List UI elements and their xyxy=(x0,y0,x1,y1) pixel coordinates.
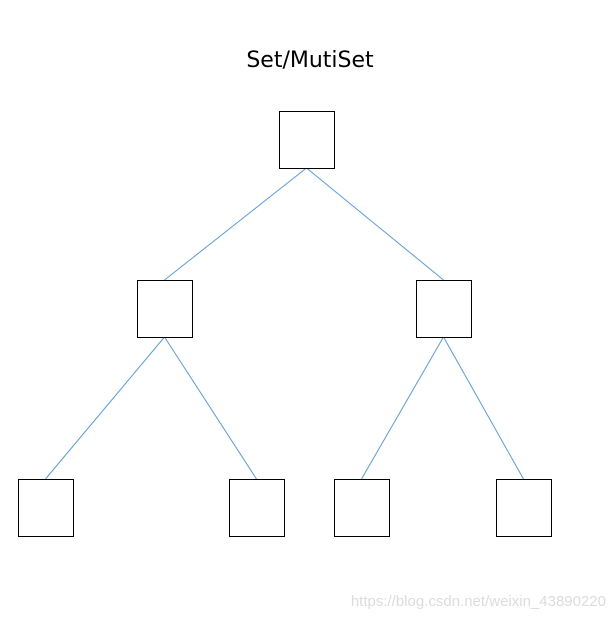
edge-n2-n4 xyxy=(45,336,165,480)
tree-node-n5 xyxy=(229,479,285,537)
edge-n1-n2 xyxy=(164,167,307,281)
edge-n3-n7 xyxy=(443,336,524,480)
watermark: https://blog.csdn.net/weixin_43890220 xyxy=(351,593,606,610)
edge-n2-n5 xyxy=(164,336,257,480)
diagram-title: Set/MutiSet xyxy=(246,48,374,73)
edge-n3-n6 xyxy=(361,336,444,480)
tree-node-n4 xyxy=(18,479,74,537)
nodes-layer xyxy=(18,111,552,537)
tree-node-n7 xyxy=(496,479,552,537)
tree-node-n6 xyxy=(334,479,390,537)
edge-n1-n3 xyxy=(306,167,444,281)
edges-layer xyxy=(45,167,524,480)
tree-node-n2 xyxy=(137,280,193,338)
tree-node-n1 xyxy=(279,111,335,169)
tree-node-n3 xyxy=(416,280,472,338)
